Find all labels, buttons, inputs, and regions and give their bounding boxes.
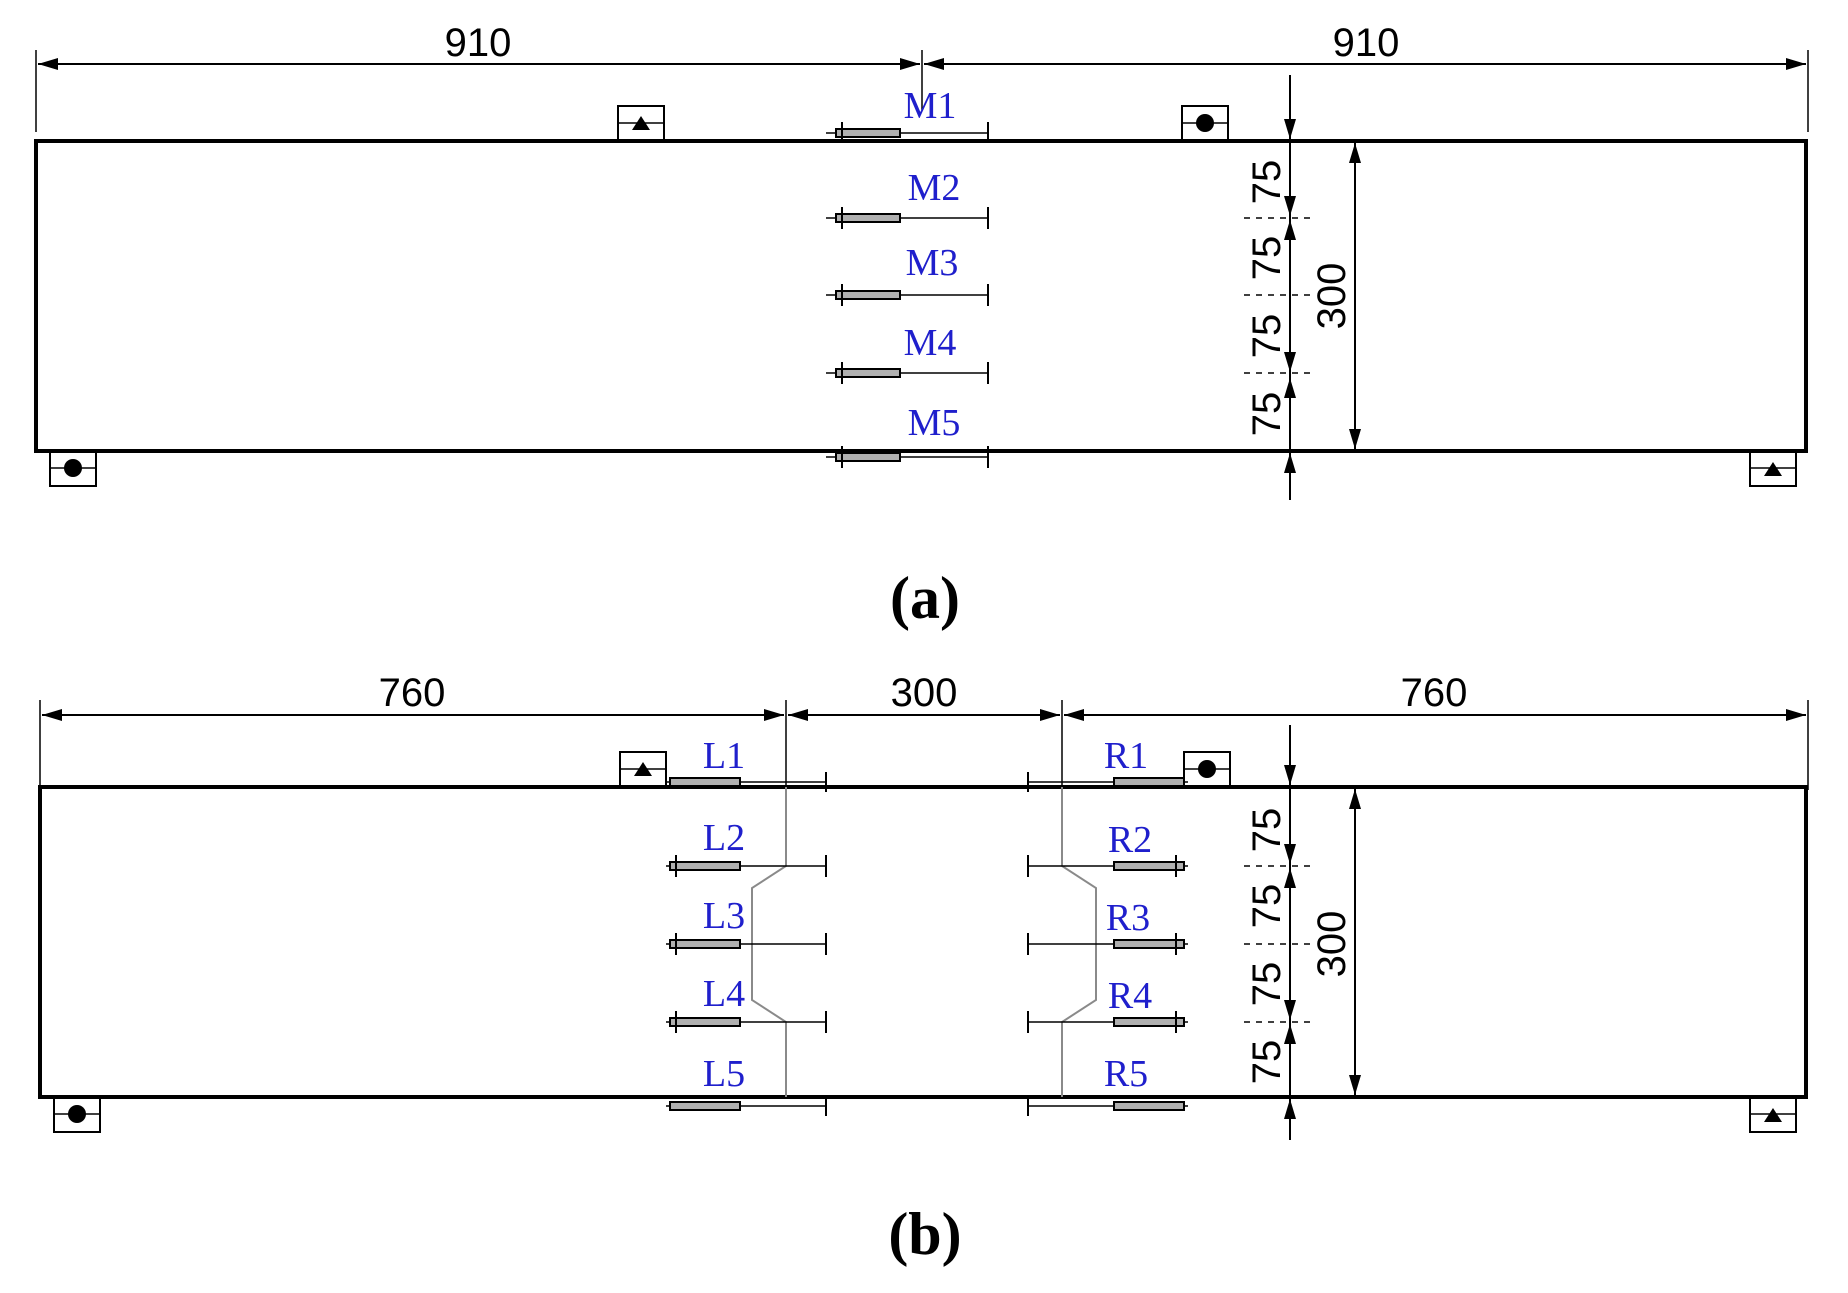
pin-support-bottom-left-b <box>53 1097 101 1133</box>
gauges-right-b: R1 R2 R3 R4 R5 <box>1027 735 1188 1116</box>
gauge-label-r4: R4 <box>1108 975 1152 1017</box>
gauge-l5 <box>666 1096 827 1116</box>
dim-right-label-b: 760 <box>1401 671 1468 715</box>
roller-support-top-left-a <box>617 105 665 141</box>
gauge-label-l2: L2 <box>703 817 745 859</box>
dim-v4-b: 75 <box>1245 1040 1289 1085</box>
gauge-label-l1: L1 <box>703 735 745 777</box>
gauge-r3 <box>1027 933 1188 955</box>
dim-v1-b: 75 <box>1245 808 1289 853</box>
roller-support-bottom-right-a <box>1749 451 1797 487</box>
gauge-l2 <box>666 855 827 877</box>
gauge-m1 <box>826 122 989 142</box>
vertical-dimensions-b: 75 75 75 75 300 <box>1244 725 1361 1140</box>
gauge-r1 <box>1027 772 1188 792</box>
gauge-label-r3: R3 <box>1106 897 1150 939</box>
gauge-label-m4: M4 <box>904 322 957 364</box>
gauge-m2 <box>826 207 989 229</box>
diagram-a: 910 910 <box>34 21 1809 631</box>
gauge-l1 <box>666 772 827 792</box>
dim-v1-a: 75 <box>1245 160 1289 205</box>
gauge-label-r2: R2 <box>1108 819 1152 861</box>
dim-v3-a: 75 <box>1245 314 1289 359</box>
gauge-r4 <box>1027 1011 1188 1033</box>
triangle-icon <box>1764 462 1782 476</box>
pin-support-bottom-left-a <box>49 451 97 487</box>
gauges-a: M1 M2 M3 M4 M5 <box>826 85 989 468</box>
gauge-label-r5: R5 <box>1104 1053 1148 1095</box>
pin-support-top-right-b <box>1183 751 1231 787</box>
gauge-label-m5: M5 <box>908 402 961 444</box>
dim-v3-b: 75 <box>1245 962 1289 1007</box>
dim-height-a: 300 <box>1310 263 1354 330</box>
dim-v4-a: 75 <box>1245 392 1289 437</box>
beam-b <box>38 785 1808 1099</box>
gauge-m4 <box>826 362 989 384</box>
dim-height-b: 300 <box>1310 911 1354 978</box>
gauge-l3 <box>666 933 827 955</box>
triangle-icon <box>1764 1108 1782 1122</box>
dim-left-label: 910 <box>445 21 512 65</box>
gauge-label-m3: M3 <box>906 242 959 284</box>
dim-v2-b: 75 <box>1245 884 1289 929</box>
dim-right-label: 910 <box>1333 21 1400 65</box>
vertical-dimensions-a: 75 75 75 75 300 <box>1244 75 1361 500</box>
gauge-label-l5: L5 <box>703 1053 745 1095</box>
pin-support-top-right-a <box>1181 105 1229 141</box>
gauge-m3 <box>826 284 989 306</box>
gauge-label-l4: L4 <box>703 973 745 1015</box>
gauges-left-b: L1 L2 L3 L4 L5 <box>666 735 827 1116</box>
roller-support-bottom-right-b <box>1749 1097 1797 1133</box>
gauge-l4 <box>666 1011 827 1033</box>
gauge-label-m1: M1 <box>904 85 957 127</box>
top-dimension-a: 910 910 <box>35 21 1809 132</box>
caption-b: (b) <box>888 1201 961 1267</box>
diagram-b: 760 300 760 <box>38 671 1809 1267</box>
dim-left-label-b: 760 <box>379 671 446 715</box>
gauge-r2 <box>1027 855 1188 877</box>
top-dimension-b: 760 300 760 <box>39 671 1809 870</box>
dim-v2-a: 75 <box>1245 236 1289 281</box>
gauge-label-m2: M2 <box>908 167 961 209</box>
beam-a <box>34 139 1808 453</box>
roller-support-top-left-b <box>619 751 667 787</box>
gauge-m5 <box>826 446 989 468</box>
gauge-r5 <box>1027 1096 1188 1116</box>
dim-middle-label-b: 300 <box>891 671 958 715</box>
caption-a: (a) <box>890 565 960 631</box>
gauge-label-l3: L3 <box>703 895 745 937</box>
gauge-label-r1: R1 <box>1104 735 1148 777</box>
